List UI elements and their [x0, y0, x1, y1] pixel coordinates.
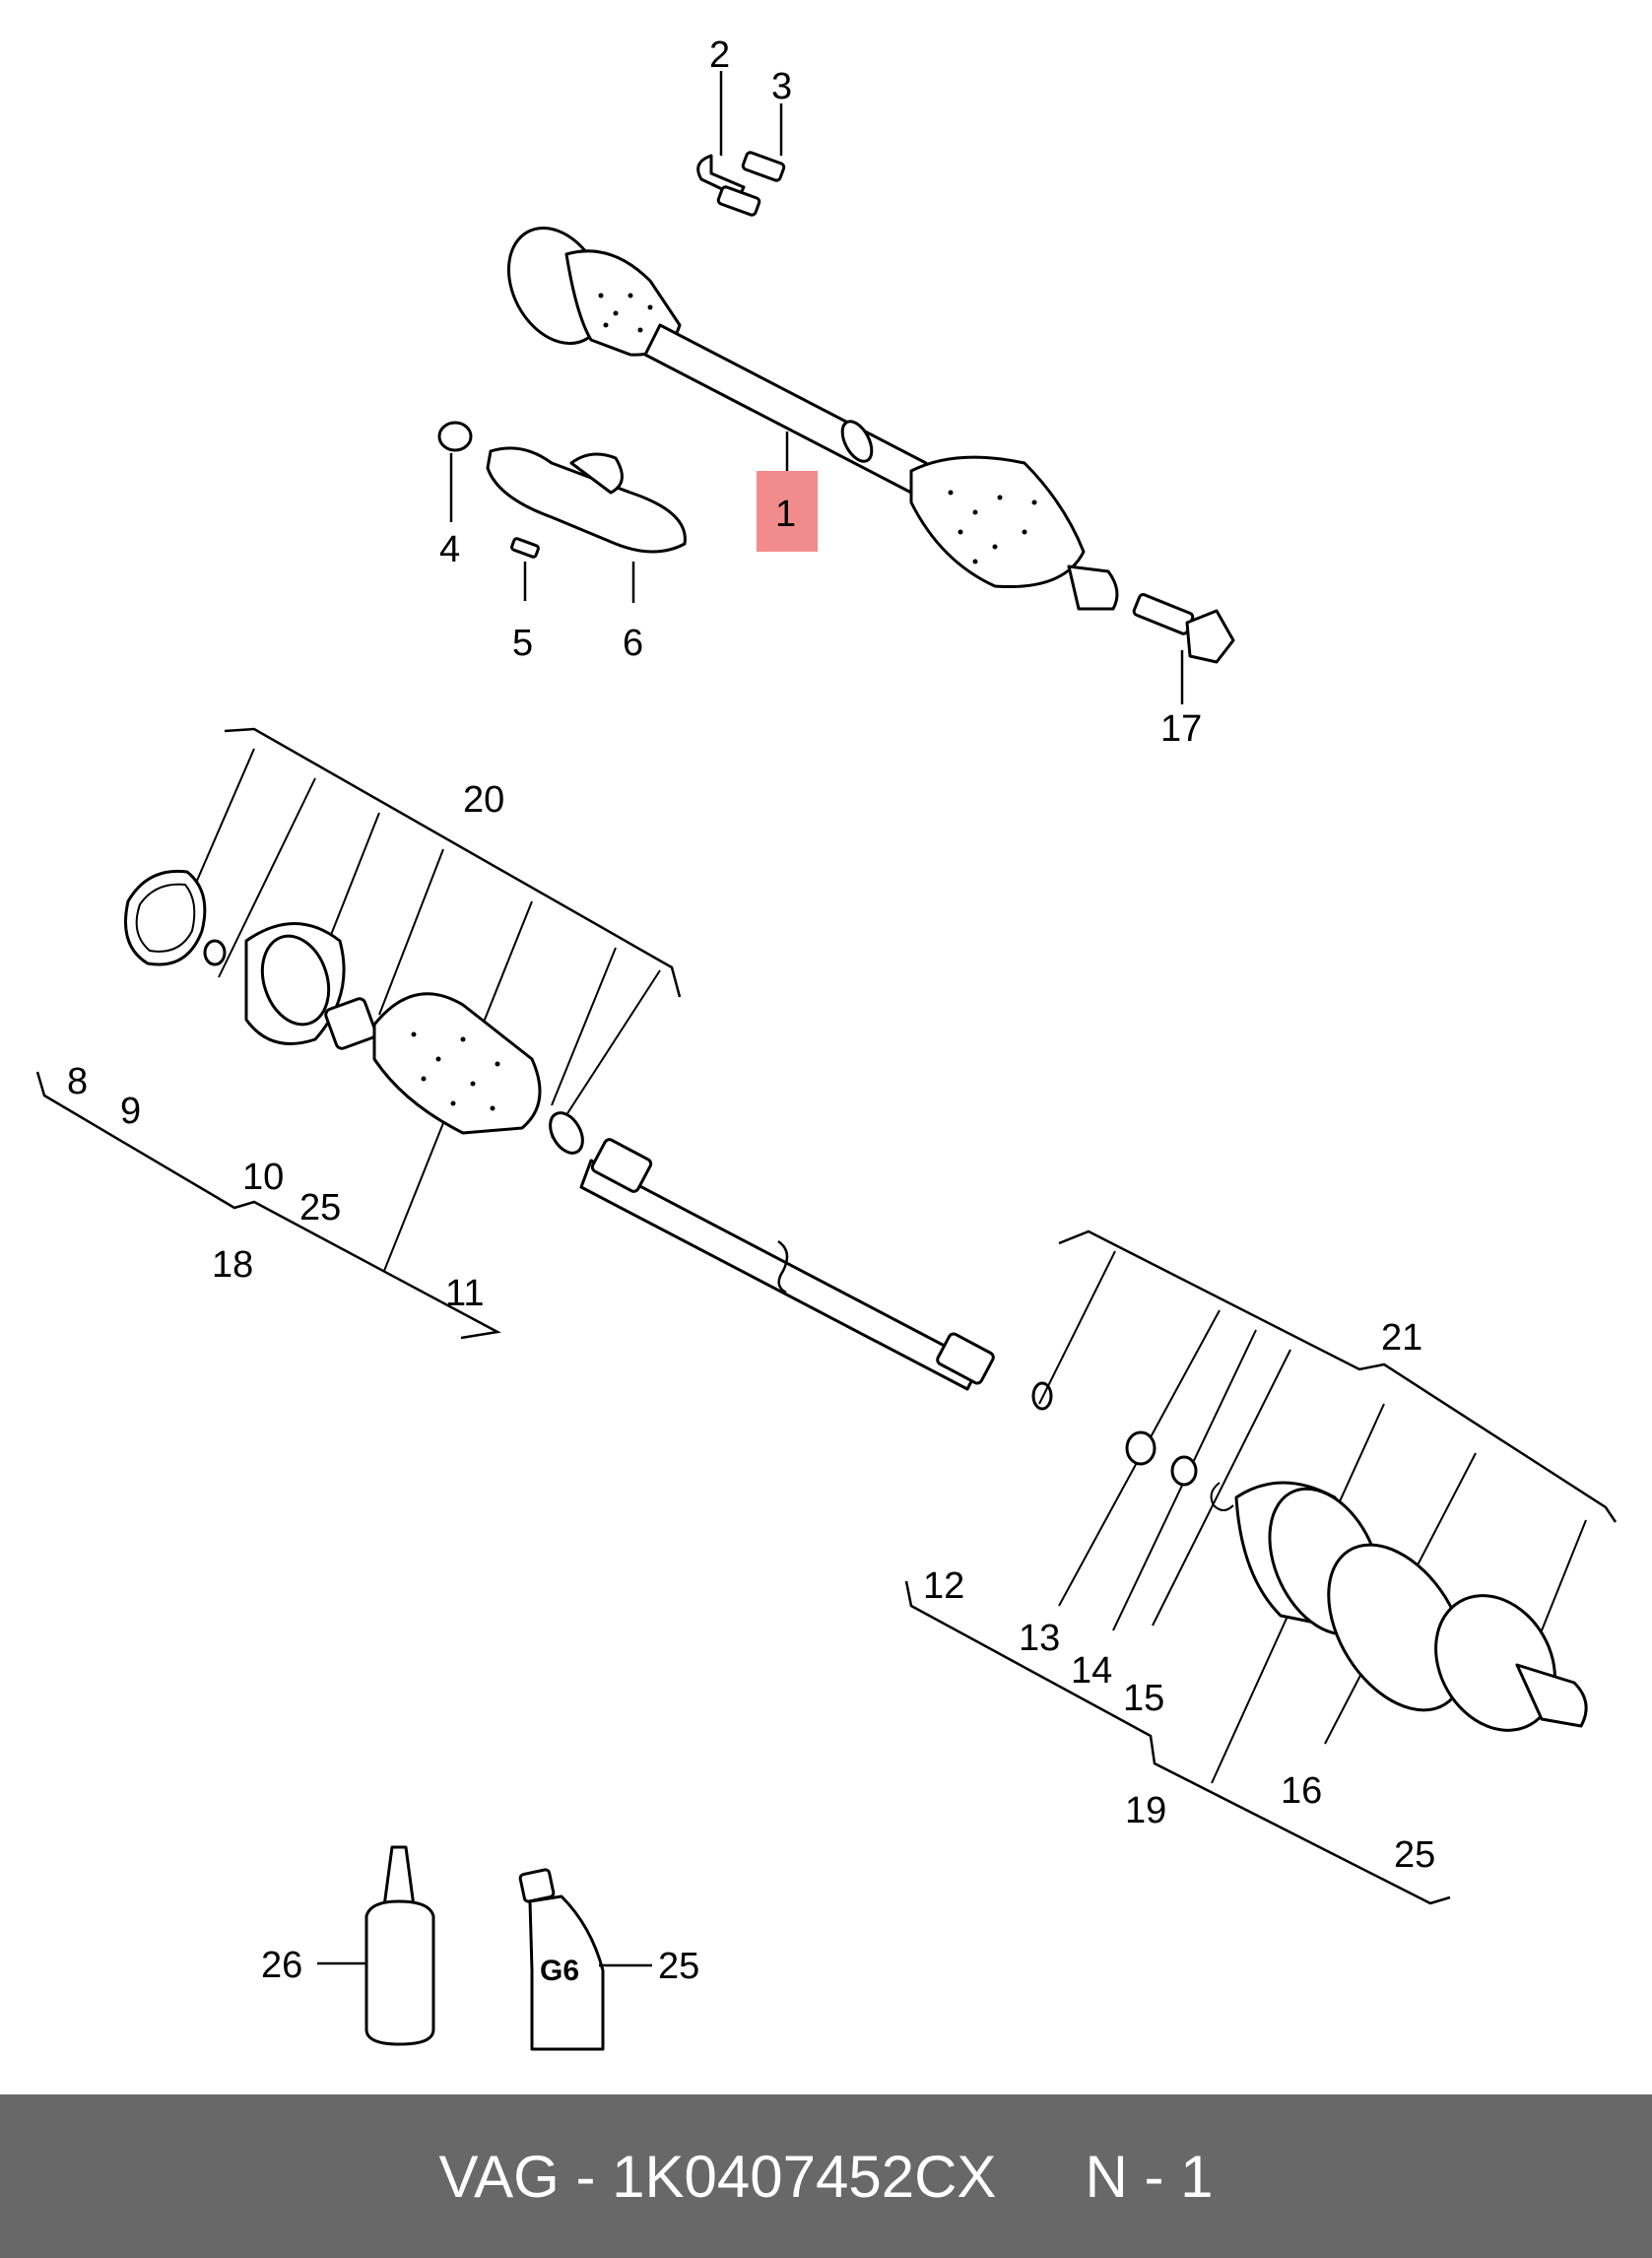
- callout-12[interactable]: 12: [923, 1565, 964, 1607]
- callout-25b[interactable]: 25: [1394, 1834, 1435, 1876]
- callout-8[interactable]: 8: [67, 1061, 88, 1102]
- clamp-and-screws: [696, 151, 786, 217]
- callout-9[interactable]: 9: [120, 1091, 141, 1132]
- hex-bolt: [1132, 593, 1235, 664]
- footer-bar: VAG - 1K0407452CX N - 1: [0, 2094, 1652, 2258]
- callout-1[interactable]: 1: [775, 494, 796, 535]
- callout-3[interactable]: 3: [771, 66, 792, 107]
- callout-18[interactable]: 18: [212, 1244, 253, 1286]
- inner-joint-parts: [124, 869, 584, 1155]
- tube-marking: G6: [540, 1955, 579, 1987]
- callout-11[interactable]: 11: [445, 1273, 484, 1314]
- callout-19[interactable]: 19: [1125, 1790, 1166, 1831]
- callout-25a[interactable]: 25: [299, 1187, 341, 1229]
- callout-14[interactable]: 14: [1071, 1650, 1112, 1692]
- callout-16[interactable]: 16: [1281, 1770, 1322, 1812]
- grease-tube: G6: [518, 1868, 605, 2051]
- exploded-parts-diagram: 1 2 3 4 5 6 17: [35, 34, 1618, 2051]
- callout-25c[interactable]: 25: [658, 1946, 699, 1987]
- heat-shield-group: [437, 421, 687, 559]
- callout-13[interactable]: 13: [1019, 1618, 1060, 1659]
- callout-20[interactable]: 20: [463, 779, 504, 821]
- callout-4[interactable]: 4: [439, 529, 460, 570]
- callout-15[interactable]: 15: [1123, 1678, 1164, 1719]
- highlighted-callout-box: [757, 471, 818, 552]
- sealant-bottle: [364, 1845, 435, 2046]
- part-reference: VAG - 1K0407452CX: [438, 2143, 997, 2210]
- callout-2[interactable]: 2: [709, 34, 730, 76]
- callout-17[interactable]: 17: [1160, 708, 1202, 750]
- callout-26[interactable]: 26: [261, 1945, 302, 1986]
- callout-10[interactable]: 10: [242, 1157, 284, 1198]
- axle-shaft: [579, 1138, 1053, 1411]
- position-reference: N - 1: [1085, 2143, 1214, 2210]
- drive-shaft-assembly: [506, 226, 1119, 611]
- callout-6[interactable]: 6: [623, 623, 643, 664]
- callout-21[interactable]: 21: [1381, 1317, 1422, 1359]
- outer-joint-parts: [1125, 1430, 1588, 1732]
- callout-5[interactable]: 5: [512, 623, 533, 664]
